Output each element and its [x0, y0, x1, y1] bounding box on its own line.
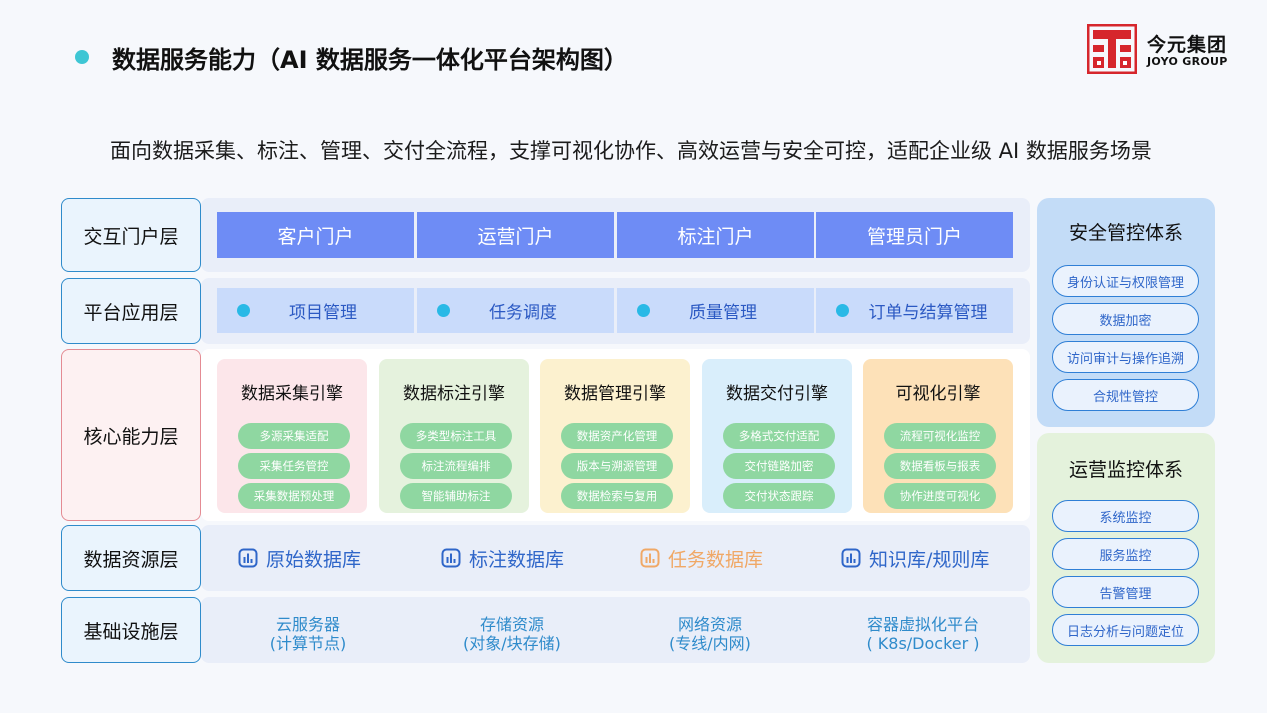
engine-chip: 版本与溯源管理: [561, 453, 673, 479]
infra-detail: (对象/块存储): [463, 634, 561, 653]
engine-collection: 数据采集引擎 多源采集适配 采集任务管控 采集数据预处理: [217, 359, 367, 513]
infra-detail: (计算节点): [269, 634, 347, 653]
bullet-dot-icon: [437, 304, 450, 317]
portal-admin: 管理员门户: [816, 212, 1013, 258]
security-item: 合规性管控: [1052, 379, 1199, 411]
resource-label: 任务数据库: [668, 548, 764, 571]
layer-label-infrastructure: 基础设施层: [61, 597, 201, 663]
engine-chip: 采集数据预处理: [238, 483, 350, 509]
app-label: 订单与结算管理: [868, 303, 988, 323]
layer-label-resource: 数据资源层: [61, 525, 201, 591]
engine-chip: 交付链路加密: [723, 453, 835, 479]
portal-operations: 运营门户: [417, 212, 614, 258]
app-project-management: 项目管理: [217, 288, 414, 333]
resource-label: 标注数据库: [469, 548, 565, 571]
bar-chart-icon: [640, 548, 660, 568]
engine-chip: 数据资产化管理: [561, 423, 673, 449]
company-logo: 今元集团 JOYO GROUP: [1087, 24, 1227, 76]
engine-title: 数据采集引擎: [241, 384, 343, 404]
title-bullet-dot: [75, 50, 89, 64]
bullet-dot-icon: [836, 304, 849, 317]
bar-chart-icon: [238, 548, 258, 568]
engine-title: 数据管理引擎: [564, 384, 666, 404]
operations-item: 服务监控: [1052, 538, 1199, 570]
resource-knowledge-db: 知识库/规则库: [841, 543, 989, 573]
portal-customer: 客户门户: [217, 212, 414, 258]
engine-chip: 智能辅助标注: [400, 483, 512, 509]
infra-storage: 存储资源 (对象/块存储): [412, 615, 612, 653]
engine-chip: 多格式交付适配: [723, 423, 835, 449]
app-order-settlement: 订单与结算管理: [816, 288, 1013, 333]
engine-chip: 流程可视化监控: [884, 423, 996, 449]
engine-chip: 多类型标注工具: [400, 423, 512, 449]
infra-name: 容器虚拟化平台: [866, 615, 979, 634]
infra-detail: ( K8s/Docker ): [866, 634, 980, 653]
operations-monitoring-panel: 运营监控体系 系统监控 服务监控 告警管理 日志分析与问题定位: [1037, 433, 1215, 663]
engine-delivery: 数据交付引擎 多格式交付适配 交付链路加密 交付状态跟踪: [702, 359, 852, 513]
app-label: 任务调度: [489, 303, 557, 323]
app-label: 质量管理: [689, 303, 757, 323]
layer-label-interaction: 交互门户层: [61, 198, 201, 272]
infra-detail: (专线/内网): [669, 634, 751, 653]
infra-name: 网络资源: [677, 615, 742, 634]
resource-layer-panel: 原始数据库 标注数据库 任务数据库 知识库/规则库: [201, 525, 1030, 591]
app-task-scheduling: 任务调度: [417, 288, 614, 333]
resource-raw-db: 原始数据库: [238, 543, 361, 573]
resource-annotation-db: 标注数据库: [441, 543, 564, 573]
application-layer-panel: 项目管理 任务调度 质量管理 订单与结算管理: [201, 278, 1030, 344]
resource-task-db: 任务数据库: [640, 543, 763, 573]
layer-label-application: 平台应用层: [61, 278, 201, 344]
engine-management: 数据管理引擎 数据资产化管理 版本与溯源管理 数据检索与复用: [540, 359, 690, 513]
bar-chart-icon: [841, 548, 861, 568]
engine-title: 数据标注引擎: [403, 384, 505, 404]
logo-name-cn: 今元集团: [1147, 34, 1228, 56]
app-quality-management: 质量管理: [617, 288, 814, 333]
engine-chip: 交付状态跟踪: [723, 483, 835, 509]
engine-chip: 标注流程编排: [400, 453, 512, 479]
infra-container-platform: 容器虚拟化平台 ( K8s/Docker ): [823, 615, 1023, 653]
bullet-dot-icon: [637, 304, 650, 317]
bullet-dot-icon: [237, 304, 250, 317]
resource-label: 知识库/规则库: [869, 548, 990, 571]
layer-label-core: 核心能力层: [61, 349, 201, 521]
infrastructure-layer-panel: 云服务器 (计算节点) 存储资源 (对象/块存储) 网络资源 (专线/内网) 容…: [201, 597, 1030, 663]
security-item: 访问审计与操作追溯: [1052, 341, 1199, 373]
interaction-layer-panel: 客户门户 运营门户 标注门户 管理员门户: [201, 198, 1030, 272]
engine-chip: 采集任务管控: [238, 453, 350, 479]
security-item: 数据加密: [1052, 303, 1199, 335]
security-system-title: 安全管控体系: [1068, 222, 1183, 244]
operations-item: 系统监控: [1052, 500, 1199, 532]
operations-item: 日志分析与问题定位: [1052, 614, 1199, 646]
engine-title: 可视化引擎: [895, 384, 981, 404]
bar-chart-icon: [441, 548, 461, 568]
engine-chip: 数据检索与复用: [561, 483, 673, 509]
joyo-logo-mark-icon: [1087, 24, 1137, 74]
engine-chip: 协作进度可视化: [884, 483, 996, 509]
operations-monitoring-title: 运营监控体系: [1068, 459, 1183, 481]
security-system-panel: 安全管控体系 身份认证与权限管理 数据加密 访问审计与操作追溯 合规性管控: [1037, 198, 1215, 427]
infra-cloud-server: 云服务器 (计算节点): [208, 615, 408, 653]
app-label: 项目管理: [289, 303, 357, 323]
core-layer-panel: 数据采集引擎 多源采集适配 采集任务管控 采集数据预处理 数据标注引擎 多类型标…: [201, 349, 1030, 521]
page-title: 数据服务能力（AI 数据服务一体化平台架构图）: [112, 46, 628, 74]
engine-annotation: 数据标注引擎 多类型标注工具 标注流程编排 智能辅助标注: [379, 359, 529, 513]
infra-name: 云服务器: [275, 615, 340, 634]
engine-title: 数据交付引擎: [726, 384, 828, 404]
engine-chip: 多源采集适配: [238, 423, 350, 449]
infra-network: 网络资源 (专线/内网): [610, 615, 810, 653]
operations-item: 告警管理: [1052, 576, 1199, 608]
page-subtitle: 面向数据采集、标注、管理、交付全流程，支撑可视化协作、高效运营与安全可控，适配企…: [110, 139, 1152, 163]
resource-label: 原始数据库: [266, 548, 362, 571]
engine-chip: 数据看板与报表: [884, 453, 996, 479]
portal-annotation: 标注门户: [617, 212, 814, 258]
logo-name-en: JOYO GROUP: [1147, 55, 1228, 68]
infra-name: 存储资源: [479, 615, 544, 634]
security-item: 身份认证与权限管理: [1052, 265, 1199, 297]
engine-visualization: 可视化引擎 流程可视化监控 数据看板与报表 协作进度可视化: [863, 359, 1013, 513]
